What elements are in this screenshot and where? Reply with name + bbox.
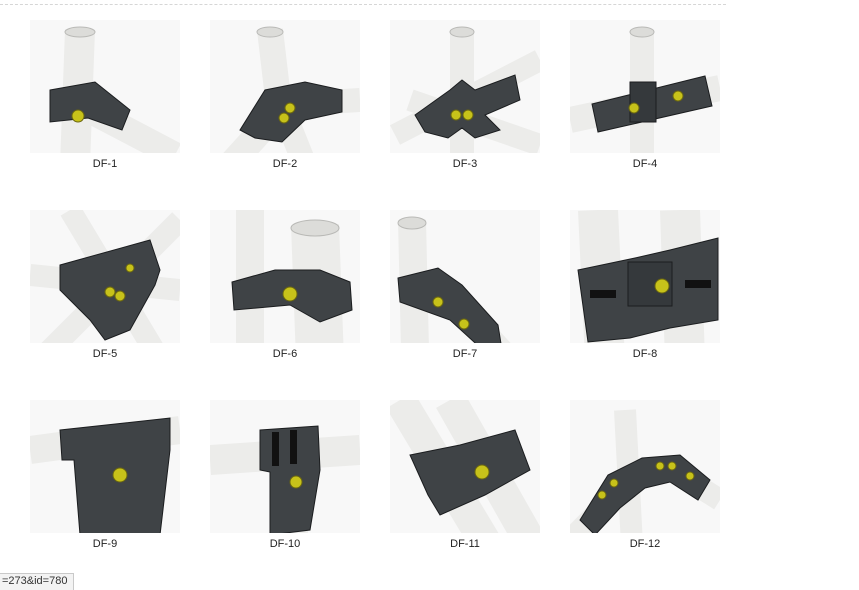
- product-image[interactable]: [210, 210, 360, 343]
- pipe-joint-icon: [570, 210, 720, 343]
- product-card[interactable]: DF-8: [570, 210, 720, 360]
- product-card[interactable]: DF-4: [570, 20, 720, 170]
- product-image[interactable]: [390, 400, 540, 533]
- product-card[interactable]: DF-1: [30, 20, 180, 170]
- product-code: DF-1: [92, 158, 118, 170]
- product-code: DF-3: [452, 158, 478, 170]
- pipe-joint-icon: [210, 20, 360, 153]
- pipe-joint-icon: [390, 210, 540, 343]
- product-image[interactable]: [390, 20, 540, 153]
- product-image[interactable]: [570, 210, 720, 343]
- product-code: DF-7: [452, 348, 478, 360]
- product-card[interactable]: DF-10: [210, 400, 360, 550]
- product-image[interactable]: [570, 400, 720, 533]
- product-card[interactable]: DF-9: [30, 400, 180, 550]
- product-code: DF-8: [632, 348, 658, 360]
- product-image[interactable]: [30, 400, 180, 533]
- pipe-joint-icon: [210, 400, 360, 533]
- product-image[interactable]: [570, 20, 720, 153]
- pipe-joint-icon: [390, 400, 540, 533]
- pipe-joint-icon: [390, 20, 540, 153]
- pipe-joint-icon: [30, 20, 180, 153]
- product-card[interactable]: DF-3: [390, 20, 540, 170]
- product-image[interactable]: [210, 20, 360, 153]
- product-card[interactable]: DF-2: [210, 20, 360, 170]
- product-card[interactable]: DF-12: [570, 400, 720, 550]
- product-card[interactable]: DF-5: [30, 210, 180, 360]
- pipe-joint-icon: [210, 210, 360, 343]
- product-code: DF-10: [269, 538, 301, 550]
- product-code: DF-9: [92, 538, 118, 550]
- product-code: DF-12: [629, 538, 661, 550]
- pipe-joint-icon: [570, 400, 720, 533]
- top-divider: [0, 4, 726, 5]
- product-image[interactable]: [210, 400, 360, 533]
- product-code: DF-11: [450, 538, 480, 550]
- pipe-joint-icon: [30, 210, 180, 343]
- product-code: DF-2: [272, 158, 298, 170]
- product-code: DF-4: [632, 158, 658, 170]
- status-bar-url: =273&id=780: [0, 573, 75, 590]
- product-card[interactable]: DF-6: [210, 210, 360, 360]
- product-code: DF-6: [272, 348, 298, 360]
- pipe-joint-icon: [30, 400, 180, 533]
- fitting-grid: DF-1 DF-2: [30, 20, 720, 550]
- product-image[interactable]: [30, 210, 180, 343]
- product-card[interactable]: DF-7: [390, 210, 540, 360]
- product-image[interactable]: [390, 210, 540, 343]
- product-code: DF-5: [92, 348, 118, 360]
- product-card[interactable]: DF-11: [390, 400, 540, 550]
- pipe-joint-icon: [570, 20, 720, 153]
- product-image[interactable]: [30, 20, 180, 153]
